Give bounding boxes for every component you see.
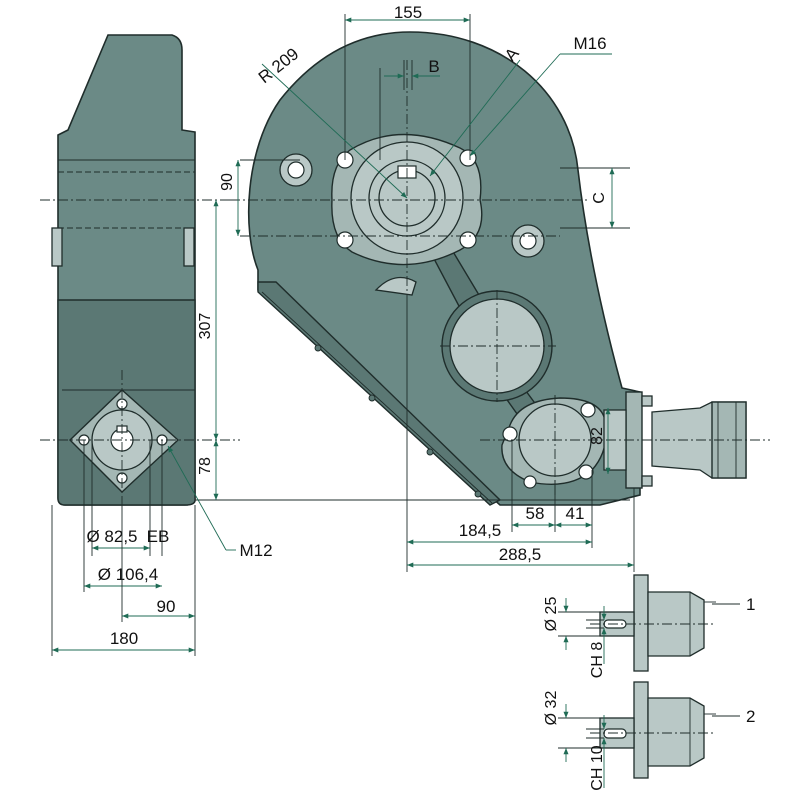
variant-1-key: CH 8 (589, 642, 606, 679)
dim-m12: M12 (239, 541, 272, 560)
variant-2-key: CH 10 (589, 745, 606, 790)
dim-58: 58 (526, 504, 545, 523)
variant-1-diameter: Ø 25 (543, 597, 560, 632)
dim-90-vertical: 90 (219, 173, 236, 191)
dim-90-horizontal: 90 (157, 597, 176, 616)
dim-155: 155 (394, 3, 422, 22)
side-view (40, 34, 240, 506)
dim-eb: EB (147, 527, 170, 546)
variant-2: 2 Ø 32 CH 10 (543, 681, 755, 791)
dim-41: 41 (566, 504, 585, 523)
dim-180: 180 (110, 629, 138, 648)
dim-r209: R 209 (255, 44, 302, 87)
dim-d825: Ø 82,5 (86, 527, 137, 546)
variant-1: 1 Ø 25 CH 8 (543, 574, 755, 679)
dim-78: 78 (197, 457, 214, 475)
dimensions: 155 R 209 B A M16 90 C 307 78 82 (51, 3, 635, 656)
dim-1845: 184,5 (459, 521, 502, 540)
dim-82: 82 (589, 427, 606, 445)
dim-b: B (428, 57, 439, 76)
dim-d1064: Ø 106,4 (98, 565, 159, 584)
front-view (230, 31, 770, 506)
dim-2885: 288,5 (499, 545, 542, 564)
variant-2-number: 2 (746, 707, 755, 726)
variant-2-diameter: Ø 32 (543, 691, 560, 726)
dim-m16: M16 (573, 34, 606, 53)
dim-c: C (591, 192, 608, 204)
dim-307: 307 (197, 313, 214, 340)
variant-1-number: 1 (746, 595, 755, 614)
